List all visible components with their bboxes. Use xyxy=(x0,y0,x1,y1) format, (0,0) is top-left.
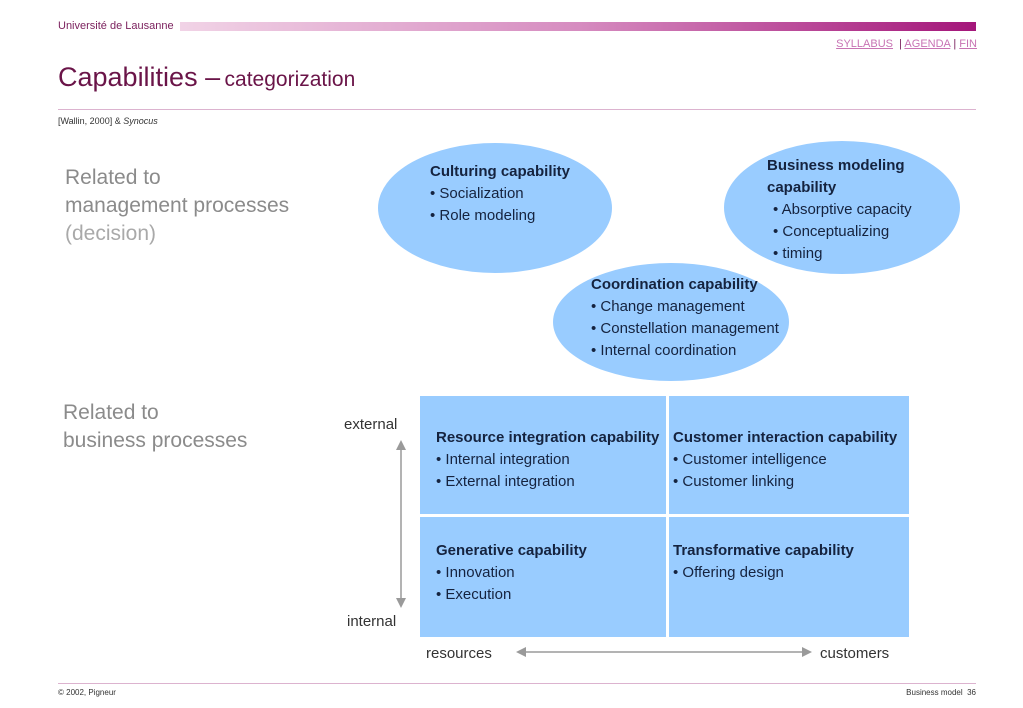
ellipse-title: capability xyxy=(767,179,837,196)
list-item: • Conceptualizing xyxy=(773,223,890,240)
page-footer: Business model 36 xyxy=(906,688,976,697)
list-item: • Innovation xyxy=(436,564,515,581)
citation-text: [Wallin, 2000] & xyxy=(58,116,121,126)
generative-cell: Generative capability • Innovation • Exe… xyxy=(420,517,666,637)
business-modeling-capability-ellipse: Business modeling capability • Absorptiv… xyxy=(724,141,960,274)
page-title: Capabilities – categorization xyxy=(58,62,355,93)
citation: [Wallin, 2000] & Synocus xyxy=(58,116,158,126)
axis-label-customers: customers xyxy=(820,645,890,662)
resource-integration-cell: Resource integration capability • Intern… xyxy=(420,396,666,514)
ellipse-title: Business modeling xyxy=(767,157,905,174)
list-item: • Offering design xyxy=(673,564,784,581)
horizontal-arrow xyxy=(516,647,812,657)
fin-link[interactable]: FIN xyxy=(959,38,977,50)
agenda-link[interactable]: AGENDA xyxy=(904,38,951,50)
customer-interaction-cell: Customer interaction capability • Custom… xyxy=(669,396,909,514)
list-item: • Internal coordination xyxy=(591,342,737,359)
list-item: • Socialization xyxy=(430,185,524,202)
list-item: • Change management xyxy=(591,298,745,315)
title-main: Capabilities – xyxy=(58,62,221,92)
axis-label-resources: resources xyxy=(426,645,492,662)
axis-label-internal: internal xyxy=(347,613,397,630)
culturing-capability-ellipse: Culturing capability • Socialization • R… xyxy=(378,143,612,273)
copyright: © 2002, Pigneur xyxy=(58,688,116,697)
list-item: • Customer intelligence xyxy=(673,451,827,468)
cell-title: Resource integration capability xyxy=(436,429,660,446)
university-name: Université de Lausanne xyxy=(58,20,174,32)
coordination-capability-ellipse: Coordination capability • Change managem… xyxy=(553,263,789,381)
ellipse-title: Culturing capability xyxy=(430,163,571,180)
list-item: • Customer linking xyxy=(673,473,795,490)
transformative-cell: Transformative capability • Offering des… xyxy=(669,517,909,637)
title-divider xyxy=(58,109,976,110)
label-line: management processes xyxy=(65,194,290,217)
list-item: • Constellation management xyxy=(591,320,779,337)
list-item: • Role modeling xyxy=(430,207,536,224)
label-line: Related to xyxy=(63,401,159,424)
label-line: Related to xyxy=(65,166,161,189)
list-item: • Absorptive capacity xyxy=(773,201,912,218)
label-line: business processes xyxy=(63,429,248,452)
list-item: • Internal integration xyxy=(436,451,570,468)
title-sub: categorization xyxy=(224,68,356,91)
citation-source: Synocus xyxy=(123,116,158,126)
syllabus-link[interactable]: SYLLABUS xyxy=(836,38,893,50)
list-item: • Execution xyxy=(436,586,512,603)
cell-title: Generative capability xyxy=(436,542,587,559)
list-item: • External integration xyxy=(436,473,575,490)
footer-divider xyxy=(58,683,976,684)
vertical-arrow xyxy=(396,440,406,608)
header-bar xyxy=(180,22,976,31)
cell-title: Customer interaction capability xyxy=(673,429,898,446)
axis-label-external: external xyxy=(344,416,398,433)
business-processes-label: Related to business processes xyxy=(63,399,247,455)
list-item: • timing xyxy=(773,245,823,262)
nav-links: SYLLABUS | AGENDA | FIN xyxy=(836,38,977,50)
management-processes-label: Related to management processes (decisio… xyxy=(65,164,289,248)
cell-title: Transformative capability xyxy=(673,542,854,559)
ellipse-title: Coordination capability xyxy=(591,276,758,293)
label-line: (decision) xyxy=(65,222,157,245)
